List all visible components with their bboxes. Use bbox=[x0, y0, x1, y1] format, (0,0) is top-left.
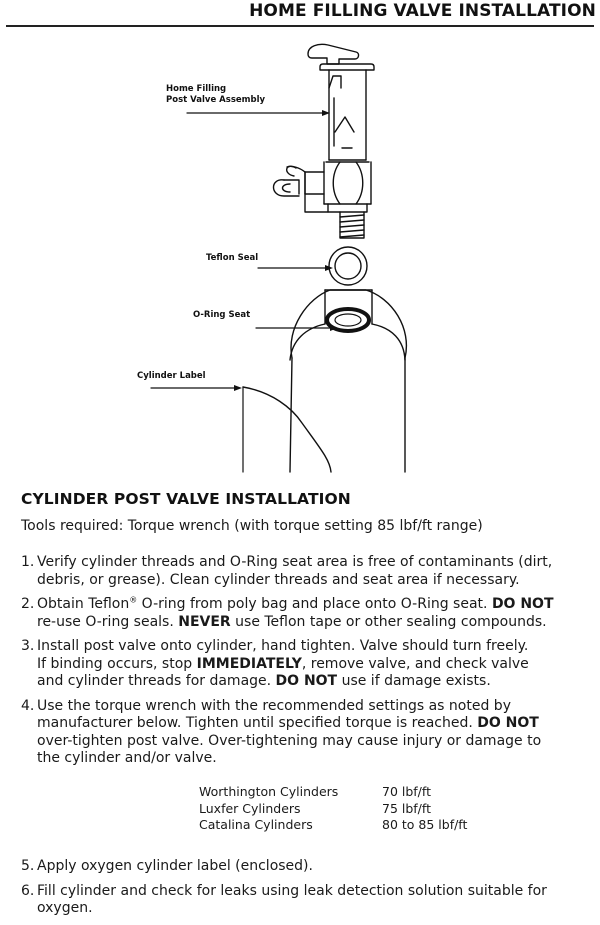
installation-steps: 1. Verify cylinder threads and O-Ring se… bbox=[21, 554, 599, 775]
callout-teflon-seal: Teflon Seal bbox=[206, 253, 259, 263]
page-title: HOME FILLING VALVE INSTALLATION bbox=[249, 1, 596, 21]
torque-cell: 80 to 85 lbf/ft bbox=[382, 817, 468, 832]
teflon-seal-drawing bbox=[328, 246, 368, 286]
cylinder-drawing bbox=[242, 289, 408, 473]
installation-steps-continued: 5. Apply oxygen cylinder label (enclosed… bbox=[21, 858, 599, 925]
warning-text: DO NOT bbox=[275, 673, 338, 689]
warning-text: DO NOT bbox=[477, 715, 539, 731]
step-6: 6. Fill cylinder and check for leaks usi… bbox=[21, 883, 599, 918]
warning-text: NEVER bbox=[178, 613, 231, 630]
step-3: 3. Install post valve onto cylinder, han… bbox=[21, 638, 599, 691]
step-text: re-use O-ring seals. bbox=[37, 613, 179, 630]
step-text: Verify cylinder threads and O-Ring seat … bbox=[37, 554, 553, 570]
step-text: oxygen. bbox=[37, 900, 93, 916]
step-number: 5. bbox=[21, 858, 35, 874]
step-text: manufacturer below. Tighten until specif… bbox=[37, 715, 478, 731]
step-number: 3. bbox=[21, 638, 35, 654]
page-header: HOME FILLING VALVE INSTALLATION bbox=[0, 0, 600, 27]
step-text: If binding occurs, stop bbox=[37, 655, 197, 672]
diagram-illustration bbox=[150, 43, 408, 473]
step-text: O-ring from poly bag and place onto O-Ri… bbox=[137, 596, 492, 612]
step-text: and cylinder threads for damage. bbox=[37, 673, 276, 689]
step-text: the cylinder and/or valve. bbox=[37, 750, 217, 766]
manufacturer-cell: Worthington Cylinders bbox=[199, 784, 339, 799]
step-1: 1. Verify cylinder threads and O-Ring se… bbox=[21, 554, 599, 589]
step-5: 5. Apply oxygen cylinder label (enclosed… bbox=[21, 858, 599, 876]
section-title: CYLINDER POST VALVE INSTALLATION bbox=[21, 490, 351, 508]
table-row: Catalina Cylinders 80 to 85 lbf/ft bbox=[199, 817, 467, 834]
table-row: Luxfer Cylinders 75 lbf/ft bbox=[199, 801, 467, 818]
warning-text: DO NOT bbox=[491, 596, 554, 612]
table-row: Worthington Cylinders 70 lbf/ft bbox=[199, 784, 467, 801]
step-number: 6. bbox=[21, 882, 35, 899]
torque-cell: 75 lbf/ft bbox=[382, 800, 431, 816]
step-text: Obtain Teflon bbox=[37, 596, 130, 612]
step-2: 2. Obtain Teflon® O-ring from poly bag a… bbox=[21, 596, 599, 631]
step-number: 1. bbox=[21, 554, 35, 570]
callout-valve-line2: Post Valve Assembly bbox=[166, 95, 266, 105]
torque-table: Worthington Cylinders 70 lbf/ft Luxfer C… bbox=[199, 784, 467, 834]
warning-text: IMMEDIATELY bbox=[196, 655, 302, 672]
callout-valve-line1: Home Filling bbox=[166, 84, 227, 94]
post-valve-drawing bbox=[272, 43, 375, 239]
step-number: 4. bbox=[21, 697, 35, 714]
step-4: 4. Use the torque wrench with the recomm… bbox=[21, 698, 599, 768]
step-number: 2. bbox=[21, 596, 35, 612]
step-text: Install post valve onto cylinder, hand t… bbox=[37, 638, 529, 654]
callout-cylinder-label: Cylinder Label bbox=[137, 371, 206, 381]
tools-required: Tools required: Torque wrench (with torq… bbox=[21, 518, 483, 534]
step-text: use if damage exists. bbox=[337, 673, 491, 689]
step-text: Use the torque wrench with the recommend… bbox=[37, 697, 511, 714]
step-text: Fill cylinder and check for leaks using … bbox=[37, 882, 547, 899]
step-text: debris, or grease). Clean cylinder threa… bbox=[37, 571, 520, 588]
header-rule bbox=[6, 25, 594, 27]
callout-oring-seat: O-Ring Seat bbox=[193, 310, 251, 320]
torque-cell: 70 lbf/ft bbox=[382, 784, 431, 799]
manufacturer-cell: Luxfer Cylinders bbox=[199, 800, 301, 816]
step-text: Apply oxygen cylinder label (enclosed). bbox=[37, 858, 313, 874]
registered-mark: ® bbox=[129, 595, 138, 605]
valve-installation-diagram: Home Filling Post Valve Assembly Teflon … bbox=[0, 28, 600, 480]
step-text: , remove valve, and check valve bbox=[301, 655, 529, 672]
manufacturer-cell: Catalina Cylinders bbox=[199, 817, 313, 832]
step-text: use Teflon tape or other sealing compoun… bbox=[230, 613, 547, 630]
callout-lines bbox=[150, 112, 331, 473]
step-text: over-tighten post valve. Over-tightening… bbox=[37, 732, 542, 749]
